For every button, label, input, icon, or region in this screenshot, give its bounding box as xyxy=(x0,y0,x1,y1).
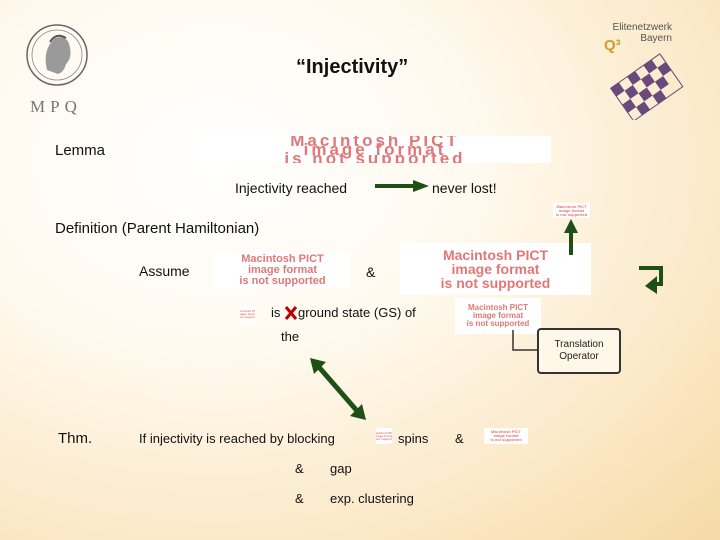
page-title: “Injectivity” xyxy=(296,56,409,78)
lemma-result: never lost! xyxy=(432,180,497,196)
pict-line2: image format xyxy=(240,312,255,316)
q3-mark: Q³ xyxy=(604,37,621,54)
pict-line2: image format xyxy=(247,263,318,276)
mpq-logo-text: MPQ xyxy=(30,97,82,116)
theorem-item-amp-2: & xyxy=(295,491,304,506)
pict-line3: is not supported xyxy=(376,436,392,441)
pict-placeholder-blocking: Macintosh PICT image format is not suppo… xyxy=(376,428,392,444)
pict-line3: is not supported xyxy=(555,211,588,217)
implies-arrow-icon xyxy=(375,180,429,192)
theorem-label: Thm. xyxy=(58,430,93,447)
callout-connector xyxy=(512,330,545,351)
pict-line3: is not supported xyxy=(240,315,255,319)
the-label: the xyxy=(281,329,300,344)
pict-line3: is not supported xyxy=(466,319,530,328)
double-arrow-icon xyxy=(310,358,366,420)
minerva-icon xyxy=(26,24,88,86)
is-label: is xyxy=(271,305,281,320)
pict-line2: image format xyxy=(376,433,392,438)
pict-placeholder-assume: Macintosh PICT image format is not suppo… xyxy=(215,252,350,288)
pict-placeholder-right: Macintosh PICT image format is not suppo… xyxy=(400,243,591,295)
lemma-text: Injectivity reached xyxy=(235,180,348,196)
pict-line3: is not supported xyxy=(239,274,326,287)
pict-line2: image format xyxy=(472,311,524,320)
pict-line1: Macintosh PICT xyxy=(467,303,528,312)
theorem-ampersand: & xyxy=(455,431,464,446)
pict-placeholder-small-top: Macintosh PICT image format is not suppo… xyxy=(553,203,590,218)
checker-diamond-icon xyxy=(609,53,684,120)
pict-line1: Macintosh PICT xyxy=(241,252,324,265)
pict-line3: is not supported xyxy=(284,149,466,163)
pict-placeholder-lemma: Macintosh PICT image format is not suppo… xyxy=(199,136,551,163)
up-arrow-icon xyxy=(564,219,578,255)
pict-placeholder-gs: Macintosh PICT image format is not suppo… xyxy=(455,298,541,334)
elitenetzwerk-line1: Elitenetzwerk xyxy=(612,22,672,33)
translation-line2: Operator xyxy=(559,351,599,362)
theorem-item-gap: gap xyxy=(330,461,352,476)
pict-line2: image format xyxy=(451,261,540,277)
cross-icon xyxy=(284,306,298,320)
return-arrow-icon xyxy=(639,266,663,294)
theorem-item-amp-1: & xyxy=(295,461,304,476)
pict-line1: Macintosh PICT xyxy=(290,136,460,150)
elitenetzwerk-logo: Elitenetzwerk Bayern Q³ xyxy=(598,20,698,120)
spins-label: spins xyxy=(398,431,429,446)
pict-line2: image format xyxy=(493,433,519,438)
pict-line1: Macintosh PICT xyxy=(240,309,255,313)
definition-heading: Definition (Parent Hamiltonian) xyxy=(55,220,260,237)
translation-line1: Translation xyxy=(554,338,604,350)
pict-line1: Macintosh PICT xyxy=(442,247,548,263)
theorem-text: If injectivity is reached by blocking xyxy=(139,431,335,446)
theorem-item-clustering: exp. clustering xyxy=(330,491,414,506)
pict-line1: Macintosh PICT xyxy=(376,430,392,435)
assume-label: Assume xyxy=(139,263,190,279)
translation-operator-box: Translation Operator xyxy=(537,328,621,374)
ground-state-text: ground state (GS) of xyxy=(298,305,416,320)
pict-line1: Macintosh PICT xyxy=(556,203,587,209)
assume-ampersand: & xyxy=(366,264,376,280)
lemma-label: Lemma xyxy=(55,142,106,159)
pict-line2: image format xyxy=(558,207,585,213)
pict-placeholder-theorem: Macintosh PICT image format is not suppo… xyxy=(484,428,528,444)
pict-line2: image format xyxy=(303,140,447,159)
elitenetzwerk-line2: Bayern xyxy=(640,33,672,44)
pict-line1: Macintosh PICT xyxy=(490,429,521,434)
mpq-logo: MPQ xyxy=(20,20,95,116)
pict-line3: is not supported xyxy=(440,275,551,291)
pict-placeholder-tiny: Macintosh PICT image format is not suppo… xyxy=(240,306,255,323)
pict-line3: is not supported xyxy=(490,437,522,442)
